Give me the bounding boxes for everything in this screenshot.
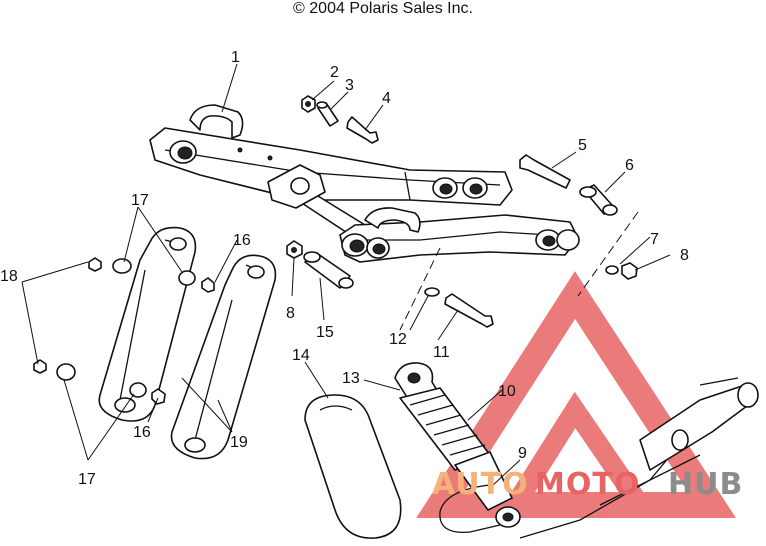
callout-7: 7 (650, 231, 659, 248)
hardware-right-lower (605, 262, 638, 280)
callout-8-right: 8 (680, 247, 689, 264)
callout-15: 15 (316, 324, 334, 341)
callout-8-center: 8 (286, 305, 295, 322)
swing-arm-lower (339, 207, 580, 263)
callout-5: 5 (578, 137, 587, 154)
copyright-notice: © 2004 Polaris Sales Inc. (293, 0, 473, 17)
watermark-moto: MOTO (535, 467, 640, 502)
callout-9: 9 (518, 445, 527, 462)
callout-18: 18 (0, 268, 18, 285)
callout-12: 12 (389, 331, 407, 348)
watermark-auto: AUTO (432, 467, 529, 502)
link-arm-right (170, 254, 277, 460)
watermark-logo (416, 271, 737, 518)
callout-16-upper: 16 (233, 232, 251, 249)
callout-3: 3 (345, 77, 354, 94)
callout-2: 2 (330, 64, 339, 81)
hardware-mid (424, 287, 494, 328)
hardware-top (301, 95, 379, 144)
watermark-hub: HUB (668, 467, 743, 502)
watermark-text: AUTO MOTO HUB (432, 467, 743, 502)
centerline-2 (577, 211, 639, 297)
callout-6: 6 (625, 157, 634, 174)
callout-4: 4 (382, 90, 391, 107)
swing-arm-upper (149, 104, 513, 206)
shock-boot (304, 394, 402, 539)
callout-17-lower: 17 (78, 471, 96, 488)
callout-10: 10 (498, 383, 516, 400)
callout-19: 19 (230, 434, 248, 451)
callout-numbers: 1 2 3 4 5 6 7 8 8 11 12 15 14 13 10 9 16… (0, 49, 689, 488)
centerline-1 (399, 247, 441, 331)
leader-lines (21, 63, 671, 487)
watermark-triangle-inner (496, 391, 659, 515)
callout-14: 14 (292, 347, 310, 364)
callout-1: 1 (231, 49, 240, 66)
hardware-center (286, 240, 354, 289)
cross-tube (267, 164, 366, 239)
callout-11: 11 (433, 344, 450, 361)
callout-16-lower: 16 (133, 424, 151, 441)
link-arm-left (98, 226, 197, 422)
callout-13: 13 (342, 370, 360, 387)
hardware-left (33, 257, 215, 405)
cable-and-chassis (439, 377, 759, 539)
hardware-right-upper (519, 154, 618, 216)
callout-17-upper: 17 (131, 192, 149, 209)
shock-absorber (394, 362, 521, 528)
